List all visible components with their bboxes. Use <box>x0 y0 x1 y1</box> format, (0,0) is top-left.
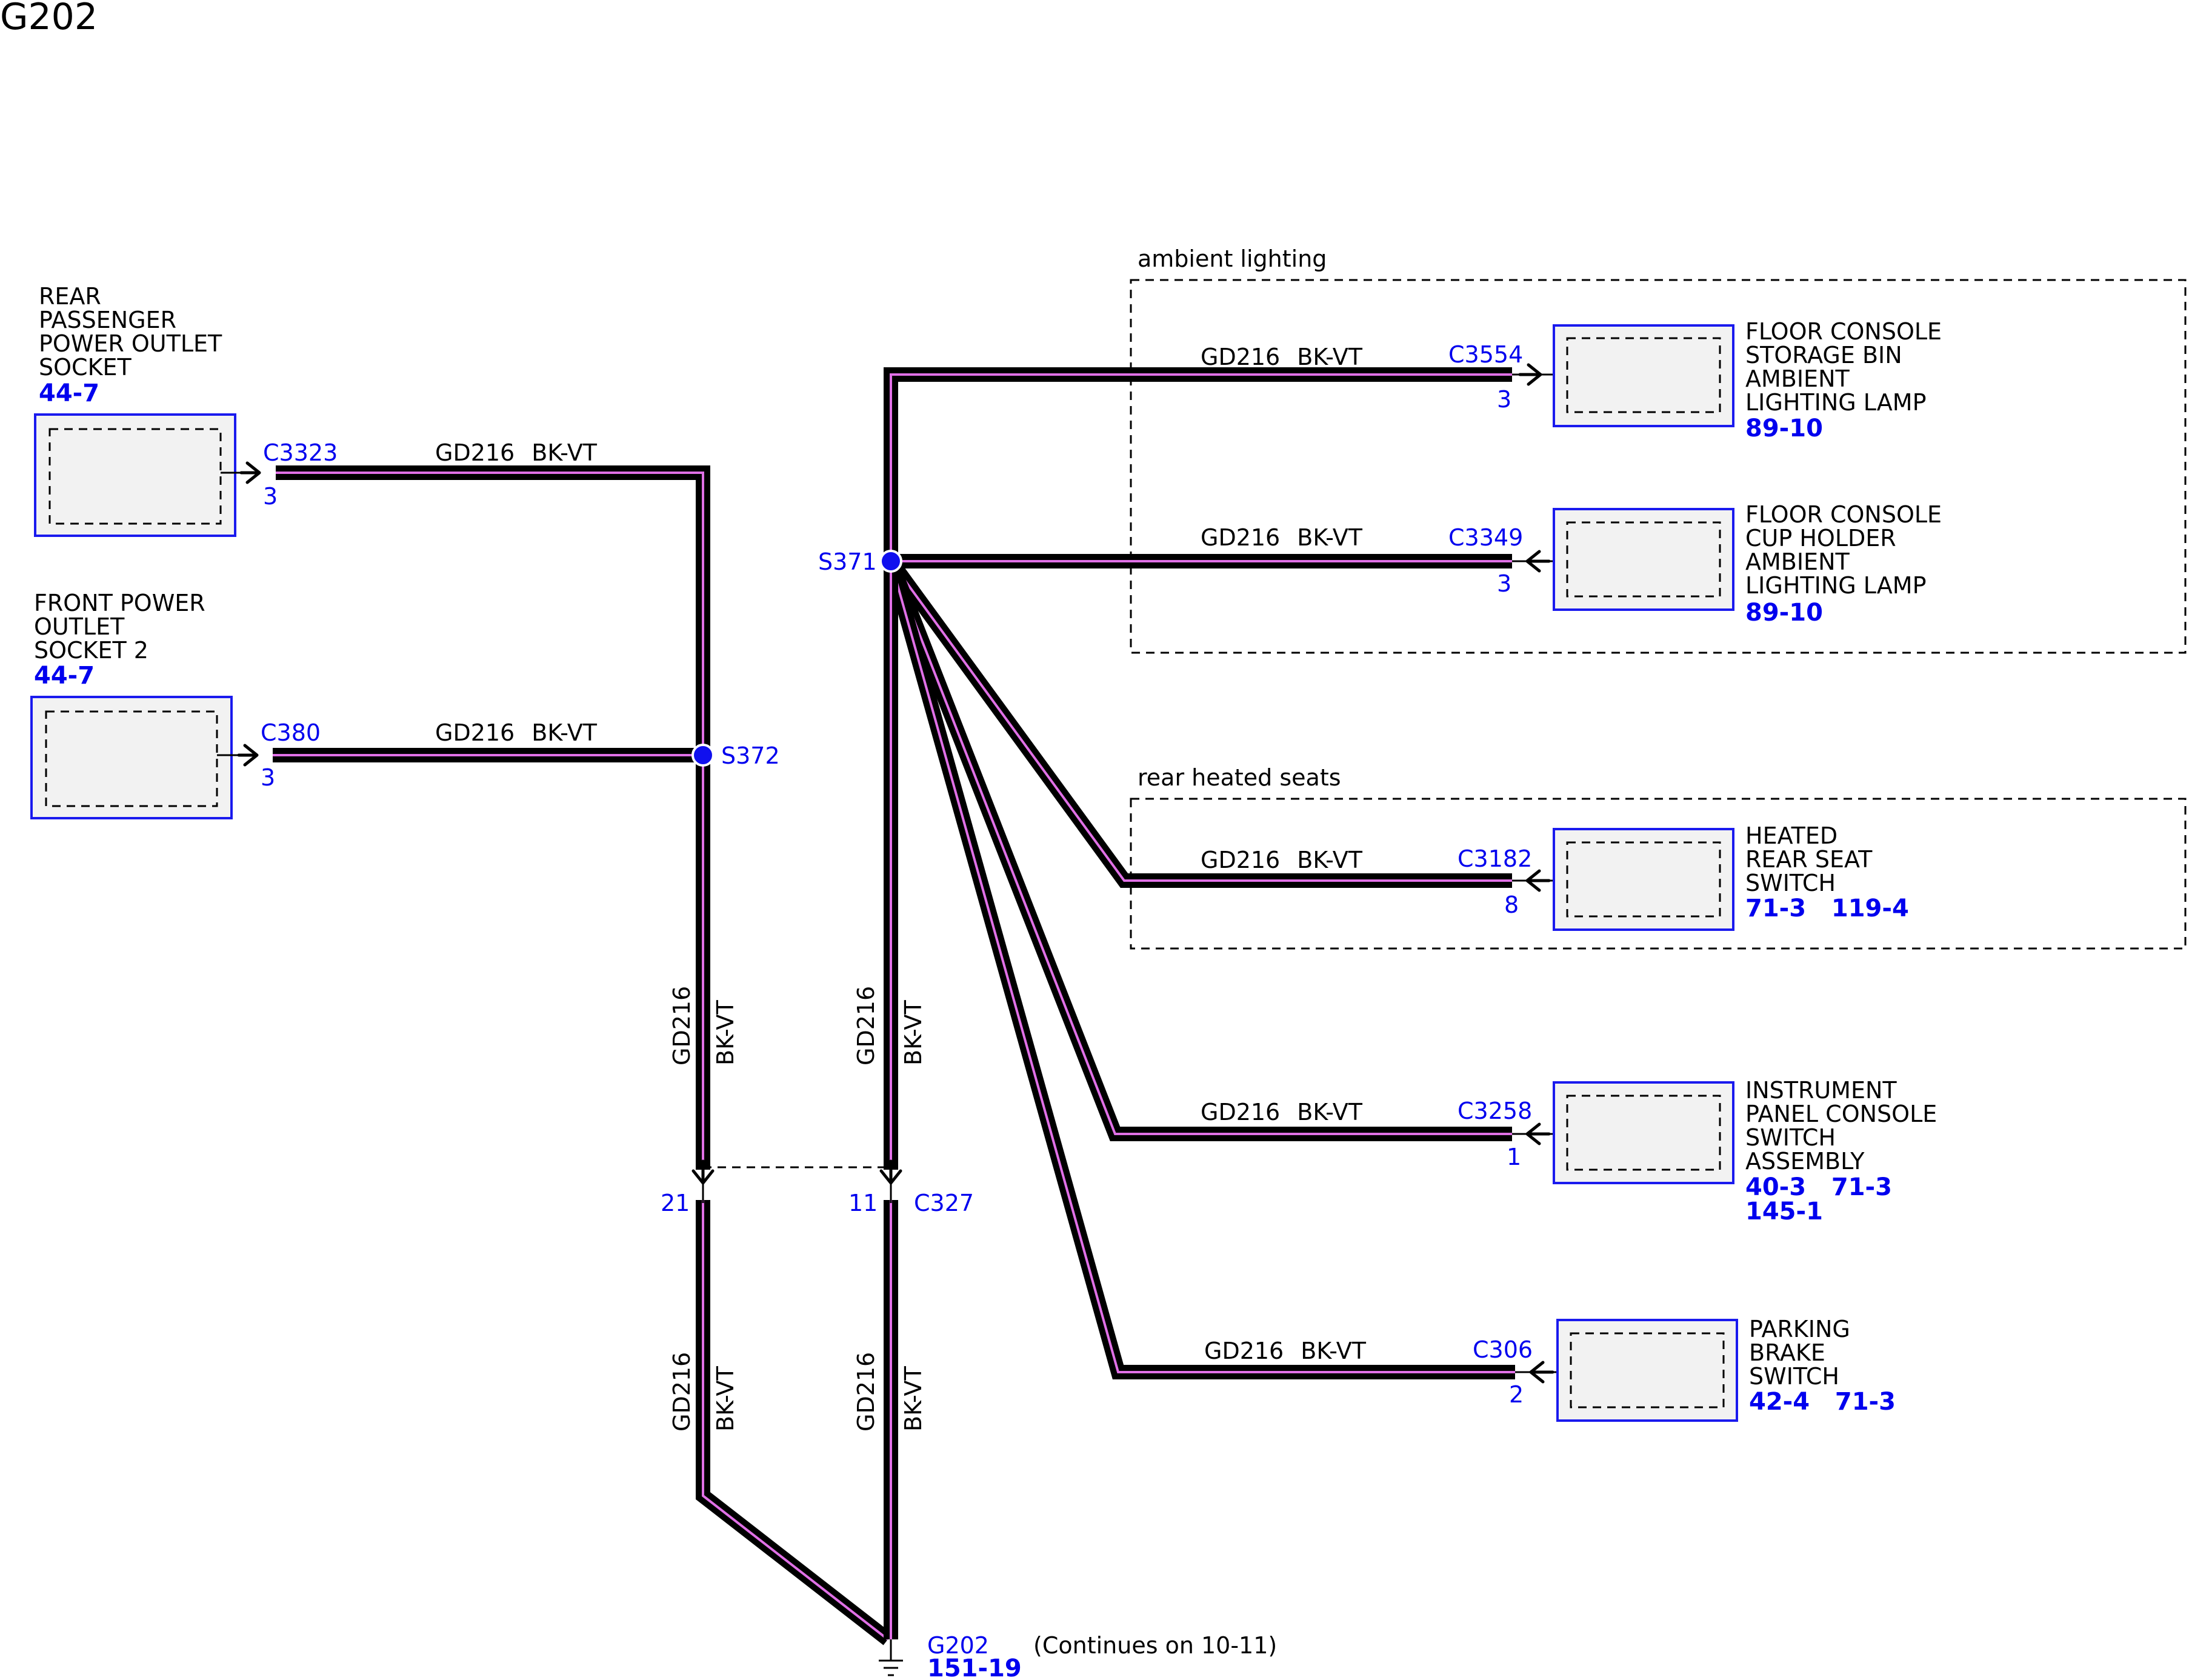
c380-pin: 3 <box>261 764 275 791</box>
ip-console-refs-2: 145-1 <box>1745 1198 1823 1225</box>
rear-outlet-ref: 44-7 <box>39 379 99 407</box>
vlabel-right-upper: GD216 <box>853 986 879 1065</box>
group-ambient-lighting: ambient lighting <box>1130 245 2187 654</box>
c327-pin-11: 11 <box>848 1190 878 1216</box>
storage-bin-ref: 89-10 <box>1745 415 1823 442</box>
c3554-pin: 3 <box>1497 386 1511 413</box>
inline-connector-c327: 21 11 C327 <box>661 1159 974 1216</box>
parking-brake-refs: 42-4 71-3 <box>1749 1388 1896 1416</box>
wire-c327-21-g202-stripe <box>702 1200 889 1641</box>
wires <box>273 367 1515 1645</box>
wire-s371-c3258-stripe <box>890 561 1512 1135</box>
g202-label: G202 <box>927 1632 989 1659</box>
c3182-pin: 8 <box>1504 892 1519 918</box>
wire-c3323-s372 <box>276 465 710 755</box>
c3349-label: C3349 <box>1448 524 1523 551</box>
storage-bin-name: FLOOR CONSOLE STORAGE BIN AMBIENT LIGHTI… <box>1745 318 1949 416</box>
c3323-arrow-icon <box>239 461 261 484</box>
c3258-pin: 1 <box>1507 1144 1521 1170</box>
rear-outlet-name: REAR PASSENGER POWER OUTLET SOCKET <box>39 283 229 381</box>
c3349-arrow-icon <box>1525 550 1551 573</box>
c3182-arrow-icon <box>1525 869 1551 892</box>
component-rear-outlet: REAR PASSENGER POWER OUTLET SOCKET 44-7 … <box>34 283 598 537</box>
front-outlet-name: FRONT POWER OUTLET SOCKET 2 <box>34 590 213 664</box>
c3182-label: C3182 <box>1458 845 1532 872</box>
c3323-pin: 3 <box>263 483 278 510</box>
front-outlet-ref: 44-7 <box>34 662 95 690</box>
vlabel-left-upper: GD216 <box>668 986 695 1065</box>
ip-console-name: INSTRUMENT PANEL CONSOLE SWITCH ASSEMBLY <box>1745 1077 1944 1175</box>
ip-console-refs: 40-3 71-3 <box>1745 1173 1892 1201</box>
wire-s371-c3182 <box>885 556 1512 888</box>
vlabel-right-lower-color: BK-VT <box>900 1366 927 1432</box>
wire-s371-c306-stripe <box>890 561 1515 1373</box>
g202-ref: 151-19 <box>927 1655 1022 1680</box>
heated-seat-name: HEATED REAR SEAT SWITCH <box>1745 822 1879 896</box>
cup-holder-name: FLOOR CONSOLE CUP HOLDER AMBIENT LIGHTIN… <box>1745 501 1949 599</box>
heated-seat-refs: 71-3 119-4 <box>1745 895 1909 922</box>
splice-s372: S372 <box>691 742 780 769</box>
cup-holder-ref: 89-10 <box>1745 599 1823 627</box>
component-front-outlet: FRONT POWER OUTLET SOCKET 2 44-7 C380 3 … <box>30 590 598 819</box>
page-title: G202 <box>0 0 98 38</box>
c3349-pin: 3 <box>1497 570 1511 597</box>
s371-label: S371 <box>818 548 877 575</box>
c327-label: C327 <box>914 1190 974 1216</box>
vlabel-left-upper-color: BK-VT <box>712 1000 739 1065</box>
c306-label: C306 <box>1473 1336 1533 1363</box>
wire-s371-c3554-stripe <box>890 373 1512 561</box>
wire-c3323-s372-stripe <box>276 472 704 755</box>
g202-continues-note: (Continues on 10-11) <box>1033 1632 1277 1659</box>
s372-label: S372 <box>721 742 780 769</box>
c380-arrow-icon <box>237 744 259 767</box>
vertical-wire-labels: GD216 BK-VT GD216 BK-VT GD216 BK-VT GD21… <box>668 986 927 1432</box>
splice-s371: S371 <box>818 548 902 575</box>
ground-g202: G202 151-19 (Continues on 10-11) <box>879 1632 1277 1680</box>
wire-s371-c3182-stripe <box>890 560 1512 882</box>
vlabel-right-lower: GD216 <box>853 1352 879 1432</box>
c380-label: C380 <box>261 719 321 746</box>
group-ambient-label: ambient lighting <box>1138 245 1327 272</box>
vlabel-left-lower: GD216 <box>668 1352 695 1432</box>
group-rear-seats-label: rear heated seats <box>1138 764 1341 791</box>
c3258-label: C3258 <box>1458 1098 1532 1124</box>
c3554-label: C3554 <box>1448 341 1523 368</box>
vlabel-right-upper-color: BK-VT <box>900 1000 927 1065</box>
vlabel-left-lower-color: BK-VT <box>712 1366 739 1432</box>
c306-pin: 2 <box>1509 1381 1524 1408</box>
c3554-arrow-icon <box>1518 363 1542 386</box>
parking-brake-name: PARKING BRAKE SWITCH <box>1749 1316 1857 1390</box>
c3258-arrow-icon <box>1525 1122 1551 1145</box>
c3323-label: C3323 <box>263 439 338 466</box>
c306-arrow-icon <box>1529 1361 1554 1384</box>
c327-pin-21: 21 <box>661 1190 690 1216</box>
